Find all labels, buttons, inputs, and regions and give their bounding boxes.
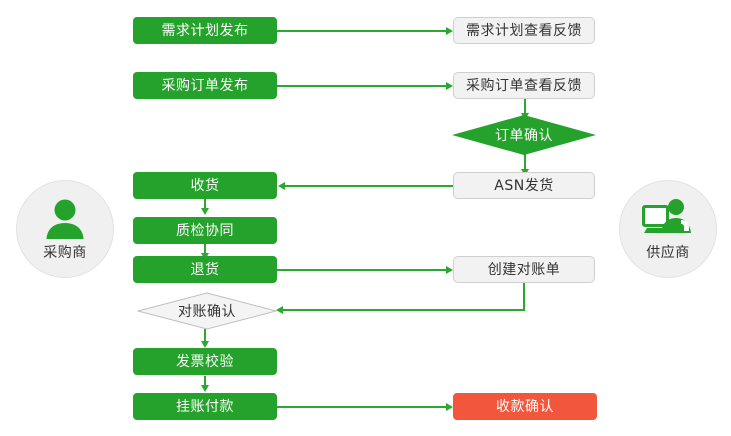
arrowhead-invoice-verify: [200, 341, 209, 348]
edge-order-confirm-to-asn: [524, 154, 526, 172]
node-order-confirm[interactable]: 订单确认: [452, 115, 596, 155]
edge-statement-confirm-to-invoice: [204, 329, 206, 343]
edge-quality-to-return: [204, 244, 206, 255]
diamond-shape-green: [452, 115, 596, 155]
node-label: 需求计划发布: [161, 22, 249, 39]
node-label: 挂账付款: [176, 398, 234, 415]
edge-invoice-to-payment: [204, 376, 206, 387]
arrowhead-quality-collaboration: [200, 208, 209, 215]
arrowhead-statement-confirm: [276, 305, 283, 314]
edge-create-statement-drop: [523, 283, 525, 311]
node-return-goods[interactable]: 退货: [133, 256, 277, 283]
node-goods-receipt[interactable]: 收货: [133, 172, 277, 199]
node-purchase-order-feedback[interactable]: 采购订单查看反馈: [453, 72, 595, 99]
node-label: 收货: [190, 177, 220, 194]
diamond-shape-white: [137, 292, 277, 330]
node-invoice-verify[interactable]: 发票校验: [133, 348, 277, 375]
node-demand-plan-feedback[interactable]: 需求计划查看反馈: [453, 17, 595, 44]
actor-supplier[interactable]: 供应商: [619, 180, 717, 278]
edge-purchase-order-publish-to-feedback: [277, 85, 447, 87]
node-create-statement[interactable]: 创建对账单: [453, 256, 595, 283]
arrowhead-create-statement: [446, 265, 453, 274]
node-demand-plan-publish[interactable]: 需求计划发布: [133, 17, 277, 44]
node-label: 发票校验: [176, 353, 234, 370]
arrowhead-receipt-confirm: [446, 402, 453, 411]
node-label: 质检协同: [176, 222, 234, 239]
node-label: 创建对账单: [487, 261, 561, 278]
node-statement-confirm[interactable]: 对账确认: [137, 292, 277, 330]
edge-demand-plan-publish-to-feedback: [277, 30, 447, 32]
arrowhead-purchase-order-feedback: [446, 81, 453, 90]
node-label: ASN发货: [494, 177, 554, 194]
node-label: 对账确认: [178, 304, 236, 320]
node-purchase-order-publish[interactable]: 采购订单发布: [133, 72, 277, 99]
node-label: 收款确认: [496, 398, 554, 415]
node-label: 需求计划查看反馈: [466, 22, 582, 39]
node-quality-collaboration[interactable]: 质检协同: [133, 217, 277, 244]
node-label: 退货: [190, 261, 220, 278]
actor-label: 供应商: [646, 245, 690, 261]
edge-return-to-create-statement: [277, 269, 447, 271]
arrowhead-demand-plan-feedback: [446, 26, 453, 35]
person-icon: [39, 196, 91, 240]
edge-asn-to-goods-receipt: [285, 185, 453, 187]
arrowhead-payment-posting: [200, 385, 209, 392]
edge-purchase-order-feedback-to-order-confirm: [524, 99, 526, 116]
node-payment-posting[interactable]: 挂账付款: [133, 393, 277, 420]
actor-label: 采购商: [43, 245, 87, 261]
arrowhead-goods-receipt: [278, 181, 285, 190]
actor-buyer[interactable]: 采购商: [16, 180, 114, 278]
edge-payment-to-receipt-confirm: [277, 406, 447, 408]
node-label: 订单确认: [495, 128, 553, 144]
person-with-monitor-icon: [642, 196, 694, 240]
node-label: 采购订单发布: [161, 77, 249, 94]
edge-create-statement-to-confirm: [283, 309, 525, 311]
node-receipt-confirm[interactable]: 收款确认: [453, 393, 597, 420]
node-asn-shipment[interactable]: ASN发货: [453, 172, 595, 199]
node-label: 采购订单查看反馈: [466, 77, 582, 94]
edge-goods-receipt-to-quality: [204, 199, 206, 210]
